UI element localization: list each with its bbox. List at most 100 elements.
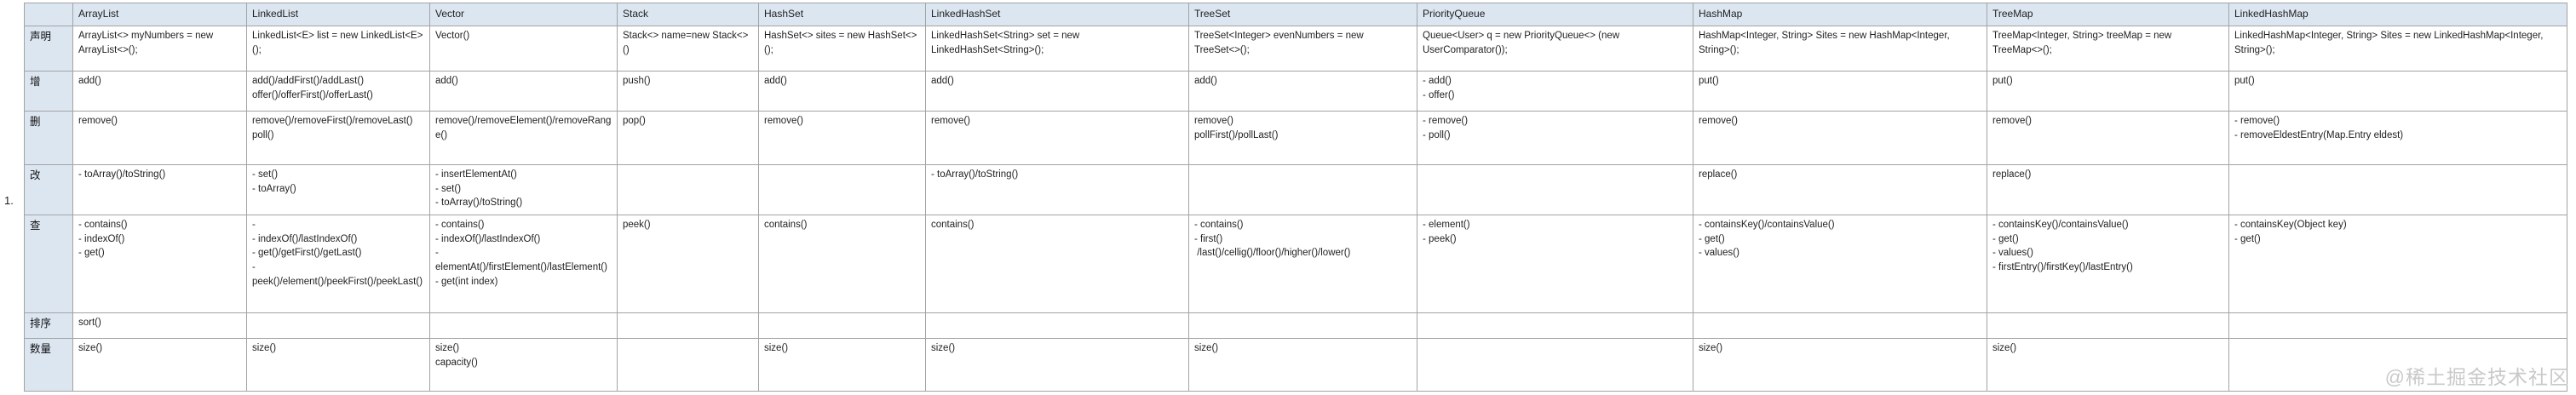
table-cell bbox=[617, 312, 759, 339]
table-cell: remove()/removeFirst()/removeLast() poll… bbox=[246, 111, 430, 165]
table-cell: add() bbox=[758, 71, 926, 112]
table-cell: size() bbox=[246, 338, 430, 392]
table-cell: replace() bbox=[1693, 164, 1987, 215]
table-cell: TreeMap<Integer, String> treeMap = new T… bbox=[1987, 26, 2229, 72]
table-cell: remove() pollFirst()/pollLast() bbox=[1188, 111, 1417, 165]
table-cell: remove() bbox=[925, 111, 1189, 165]
table-row: 改- toArray()/toString()- set() - toArray… bbox=[24, 164, 2567, 215]
table-cell: size() bbox=[1987, 338, 2229, 392]
table-cell: - contains() - indexOf() - get() bbox=[72, 215, 247, 313]
table-cell: - remove() - removeEldestEntry(Map.Entry… bbox=[2228, 111, 2567, 165]
table-cell: put() bbox=[2228, 71, 2567, 112]
table-cell: - - indexOf()/lastIndexOf() - get()/getF… bbox=[246, 215, 430, 313]
table-cell: - contains() - first() /last()/cellig()/… bbox=[1188, 215, 1417, 313]
table-cell: peek() bbox=[617, 215, 759, 313]
table-cell: Queue<User> q = new PriorityQueue<> (new… bbox=[1417, 26, 1693, 72]
table-cell: - toArray()/toString() bbox=[72, 164, 247, 215]
table-cell bbox=[1693, 312, 1987, 339]
table-cell: LinkedHashMap<Integer, String> Sites = n… bbox=[2228, 26, 2567, 72]
table-cell: - containsKey()/containsValue() - get() … bbox=[1987, 215, 2229, 313]
table-cell: size() bbox=[1188, 338, 1417, 392]
table-row: 查- contains() - indexOf() - get()- - ind… bbox=[24, 215, 2567, 313]
table-cell: remove() bbox=[1987, 111, 2229, 165]
table-cell: - toArray()/toString() bbox=[925, 164, 1189, 215]
table-cell: size() capacity() bbox=[429, 338, 618, 392]
table-cell: Vector() bbox=[429, 26, 618, 72]
column-header-linkedhashmap: LinkedHashMap bbox=[2228, 3, 2567, 26]
row-label: 改 bbox=[24, 164, 73, 215]
row-label: 查 bbox=[24, 215, 73, 313]
table-cell: LinkedList<E> list = new LinkedList<E>()… bbox=[246, 26, 430, 72]
table-cell bbox=[1417, 338, 1693, 392]
table-cell bbox=[1987, 312, 2229, 339]
table-cell bbox=[246, 312, 430, 339]
column-header-stack: Stack bbox=[617, 3, 759, 26]
table-cell: add() bbox=[925, 71, 1189, 112]
table-cell: Stack<> name=new Stack<>() bbox=[617, 26, 759, 72]
table-cell bbox=[1417, 312, 1693, 339]
row-label: 声明 bbox=[24, 26, 73, 72]
corner-header-cell bbox=[24, 3, 73, 26]
table-cell bbox=[1188, 164, 1417, 215]
table-cell bbox=[2228, 164, 2567, 215]
table-cell: push() bbox=[617, 71, 759, 112]
table-cell: HashSet<> sites = new HashSet<>(); bbox=[758, 26, 926, 72]
table-cell: put() bbox=[1693, 71, 1987, 112]
table-cell: HashMap<Integer, String> Sites = new Has… bbox=[1693, 26, 1987, 72]
table-cell: - remove() - poll() bbox=[1417, 111, 1693, 165]
table-cell: add() bbox=[429, 71, 618, 112]
row-label: 数量 bbox=[24, 338, 73, 392]
watermark: @稀土掘金技术社区 bbox=[2384, 366, 2569, 388]
column-header-linkedhashset: LinkedHashSet bbox=[925, 3, 1189, 26]
table-cell: remove()/removeElement()/removeRange() bbox=[429, 111, 618, 165]
column-header-vector: Vector bbox=[429, 3, 618, 26]
table-cell: remove() bbox=[758, 111, 926, 165]
table-cell: - add() - offer() bbox=[1417, 71, 1693, 112]
table-cell bbox=[758, 164, 926, 215]
table-cell: add() bbox=[72, 71, 247, 112]
table-cell: size() bbox=[925, 338, 1189, 392]
list-marker: 1. bbox=[4, 194, 14, 207]
table-cell bbox=[617, 338, 759, 392]
table-cell: - containsKey()/containsValue() - get() … bbox=[1693, 215, 1987, 313]
column-header-treemap: TreeMap bbox=[1987, 3, 2229, 26]
column-header-linkedlist: LinkedList bbox=[246, 3, 430, 26]
table-cell bbox=[1188, 312, 1417, 339]
row-label: 排序 bbox=[24, 312, 73, 339]
table-cell: - set() - toArray() bbox=[246, 164, 430, 215]
table-cell: put() bbox=[1987, 71, 2229, 112]
table-cell: ArrayList<> myNumbers = new ArrayList<>(… bbox=[72, 26, 247, 72]
table-cell: sort() bbox=[72, 312, 247, 339]
table-cell: - contains() - indexOf()/lastIndexOf() -… bbox=[429, 215, 618, 313]
table-cell bbox=[2228, 312, 2567, 339]
table-cell: - element() - peek() bbox=[1417, 215, 1693, 313]
table-cell bbox=[617, 164, 759, 215]
table-cell bbox=[758, 312, 926, 339]
table-cell: replace() bbox=[1987, 164, 2229, 215]
table-cell: contains() bbox=[925, 215, 1189, 313]
table-cell bbox=[429, 312, 618, 339]
table-cell: remove() bbox=[1693, 111, 1987, 165]
table-cell bbox=[2228, 338, 2567, 392]
column-header-priorityqueue: PriorityQueue bbox=[1417, 3, 1693, 26]
table-cell: - insertElementAt() - set() - toArray()/… bbox=[429, 164, 618, 215]
table-cell: - containsKey(Object key) - get() bbox=[2228, 215, 2567, 313]
table-cell: add()/addFirst()/addLast() offer()/offer… bbox=[246, 71, 430, 112]
table-cell: TreeSet<Integer> evenNumbers = new TreeS… bbox=[1188, 26, 1417, 72]
table-cell: size() bbox=[758, 338, 926, 392]
column-header-arraylist: ArrayList bbox=[72, 3, 247, 26]
table-cell: size() bbox=[1693, 338, 1987, 392]
table-cell bbox=[925, 312, 1189, 339]
table-cell bbox=[1417, 164, 1693, 215]
column-header-hashset: HashSet bbox=[758, 3, 926, 26]
